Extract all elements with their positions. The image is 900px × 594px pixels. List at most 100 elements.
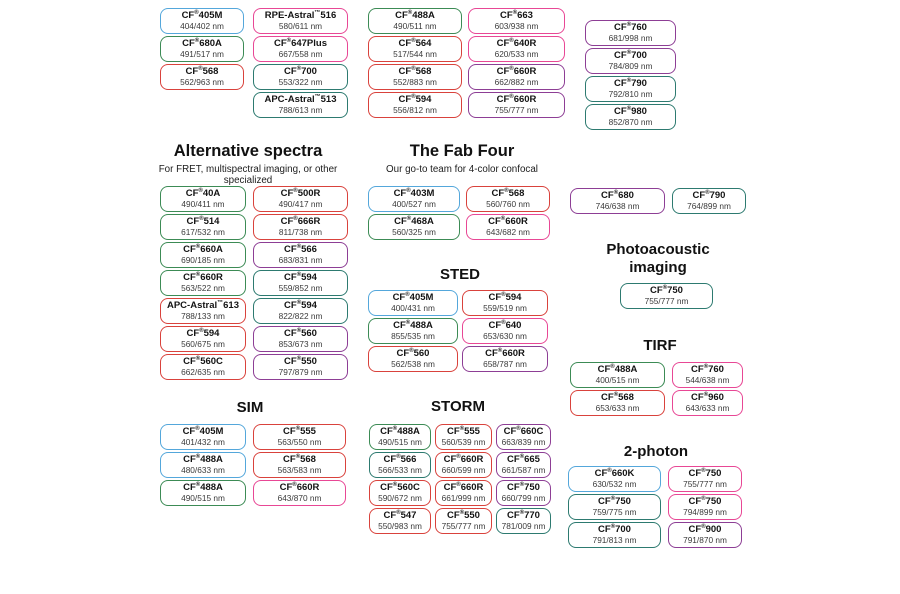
dye-name: CF®663 [500, 10, 533, 22]
section-header-sim: SIM [190, 399, 310, 417]
dye-excitation-emission: 764/899 nm [687, 201, 731, 212]
dye-excitation-emission: 563/522 nm [181, 283, 225, 294]
dye-name: CF®568 [283, 454, 316, 466]
dye-name: CF®750 [650, 285, 683, 297]
dye-name: RPE-Astral™516 [264, 10, 337, 22]
dye-name: CF®660R [488, 216, 528, 228]
dye-name: CF®547 [383, 510, 417, 522]
dye-name: CF®750 [688, 468, 722, 480]
dye-excitation-emission: 620/533 nm [494, 49, 539, 60]
dye-excitation-emission: 560/325 nm [392, 227, 436, 238]
dye-name: CF®660R [443, 482, 484, 494]
dye-name: CF®488A [597, 364, 638, 376]
dye-name: CF®700 [614, 50, 647, 62]
dye-name: CF®594 [398, 94, 432, 106]
dye-excitation-emission: 630/532 nm [592, 479, 637, 490]
dye-excitation-emission: 755/777 nm [644, 296, 689, 307]
dye-excitation-emission: 553/322 nm [278, 77, 323, 88]
dye-name: CF®660C [503, 426, 544, 438]
dye-name: CF®666R [280, 216, 321, 228]
dye-excitation-emission: 643/633 nm [685, 403, 730, 414]
dye-excitation-emission: 563/583 nm [277, 465, 322, 476]
dye-excitation-emission: 617/532 nm [181, 227, 225, 238]
section-header-photoacoustic-imaging: Photoacoustic imaging [593, 241, 723, 277]
section-title: STORM [431, 398, 485, 415]
section-title: TIRF [643, 337, 677, 354]
dye-excitation-emission: 550/983 nm [378, 521, 422, 532]
dye-name: CF®566 [383, 454, 417, 466]
dye-excitation-emission: 661/587 nm [501, 465, 546, 476]
dye-excitation-emission: 797/879 nm [278, 367, 323, 378]
dye-name: CF®900 [688, 524, 722, 536]
dye-excitation-emission: 653/630 nm [483, 331, 527, 342]
dye-excitation-emission: 653/633 nm [595, 403, 640, 414]
dye-name: CF®468A [394, 216, 434, 228]
dye-name: CF®680 [601, 190, 634, 202]
dye-excitation-emission: 400/515 nm [595, 375, 640, 386]
dye-name: CF®660R [485, 348, 525, 360]
dye-excitation-emission: 643/682 nm [486, 227, 530, 238]
dye-excitation-emission: 781/009 nm [501, 521, 546, 532]
dye-excitation-emission: 560/760 nm [486, 199, 530, 210]
dye-excitation-emission: 661/999 nm [441, 493, 486, 504]
dye-excitation-emission: 663/839 nm [501, 437, 546, 448]
dye-name: CF®790 [692, 190, 726, 202]
dye-name: APC-Astral™513 [264, 94, 337, 106]
dye-name: CF®660R [496, 94, 537, 106]
dye-name: CF®488A [395, 10, 435, 22]
dye-excitation-emission: 662/635 nm [181, 367, 225, 378]
dye-name: CF®568 [185, 66, 219, 78]
dye-name: CF®555 [283, 426, 316, 438]
dye-name: CF®665 [507, 454, 540, 466]
dye-name: CF®594 [284, 300, 317, 312]
dye-name: CF®680A [182, 38, 222, 50]
dye-excitation-emission: 552/883 nm [393, 77, 437, 88]
dye-excitation-emission: 490/515 nm [378, 437, 422, 448]
dye-name: CF®770 [507, 510, 540, 522]
dye-name: CF®568 [601, 392, 634, 404]
section-header-fab-four: The Fab Four Our go-to team for 4-color … [355, 142, 569, 175]
dye-name: CF®594 [488, 292, 522, 304]
dye-name: CF®594 [186, 328, 220, 340]
dye-excitation-emission: 562/538 nm [391, 359, 435, 370]
dye-excitation-emission: 791/870 nm [683, 535, 727, 546]
dye-excitation-emission: 517/544 nm [393, 49, 437, 60]
dye-name: CF®594 [284, 272, 317, 284]
dye-name: CF®700 [284, 66, 317, 78]
dye-name: CF®488A [183, 454, 223, 466]
